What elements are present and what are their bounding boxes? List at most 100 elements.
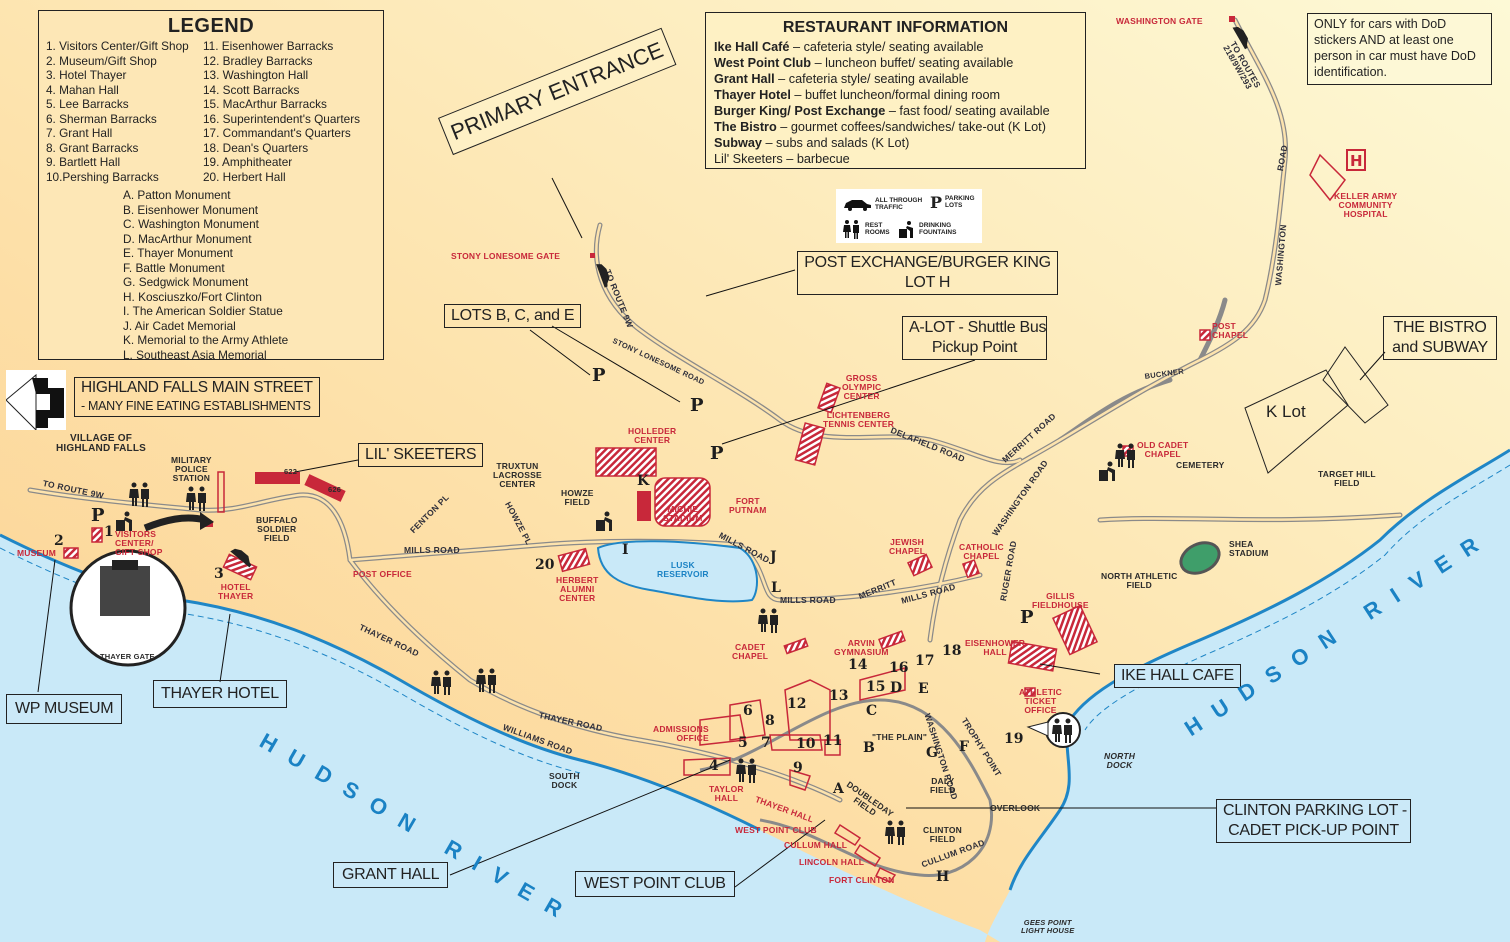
legend-item: A. Patton Monument — [123, 188, 231, 202]
thayer-gate-label: THAYER GATE — [100, 652, 155, 661]
marker-f[interactable]: F — [959, 739, 969, 755]
marker-20[interactable]: 20 — [535, 557, 555, 573]
restaurant-item: Ike Hall Café – cafeteria style/ seating… — [714, 40, 984, 54]
marker-h[interactable]: H — [936, 869, 950, 885]
marker-14[interactable]: 14 — [848, 657, 868, 673]
legend-item: 13. Washington Hall — [203, 68, 309, 82]
marker-d[interactable]: D — [890, 680, 903, 696]
marker-l[interactable]: L — [771, 580, 781, 596]
k-lot-label: K Lot — [1266, 402, 1306, 421]
parking-lot-b[interactable]: P — [592, 365, 606, 386]
marker-g[interactable]: G — [926, 745, 938, 761]
legend-title: LEGEND — [167, 15, 255, 37]
lots-bce-callout: LOTS B, C, and E — [444, 304, 582, 328]
marker-17[interactable]: 17 — [915, 653, 935, 669]
marker-1[interactable]: 1 — [104, 524, 114, 540]
cemetery-label: CEMETERY — [1176, 460, 1225, 470]
fort-clinton-label: FORT CLINTON — [829, 875, 895, 885]
post-exchange-callout: POST EXCHANGE/BURGER KING LOT H — [797, 251, 1058, 295]
marker-13[interactable]: 13 — [829, 688, 849, 704]
parking-lot-a[interactable]: P — [710, 443, 724, 464]
restaurant-item: Burger King/ Post Exchange – fast food/ … — [714, 104, 1050, 118]
marker-8[interactable]: 8 — [765, 713, 775, 729]
marker-5[interactable]: 5 — [738, 735, 748, 751]
restroom-icon — [843, 220, 859, 239]
legend-item: F. Battle Monument — [123, 260, 225, 275]
restaurant-item: West Point Club – luncheon buffet/ seati… — [714, 56, 1014, 70]
legend-monuments: A. Patton Monument B. Eisenhower Monumen… — [123, 188, 288, 362]
cullum-hall-label: CULLUM HALL — [784, 840, 848, 850]
restroom-icon — [885, 820, 905, 845]
legend-item: 8. Grant Barracks — [46, 140, 139, 155]
parking-gillis[interactable]: P — [1020, 607, 1034, 628]
marker-c[interactable]: C — [866, 703, 878, 719]
west-point-club-callout: WEST POINT CLUB — [575, 871, 735, 897]
marker-b[interactable]: B — [863, 740, 875, 756]
marker-11[interactable]: 11 — [823, 733, 843, 749]
parking-icon: P — [930, 192, 943, 212]
parking-visitors[interactable]: P — [91, 505, 105, 526]
drinking-fountain-icon — [116, 511, 132, 531]
marker-12[interactable]: 12 — [787, 696, 807, 712]
marker-4[interactable]: 4 — [709, 758, 719, 774]
legend-item: H. Kosciuszko/Fort Clinton — [123, 289, 262, 304]
drinking-fountain-icon — [596, 511, 612, 531]
marker-15[interactable]: 15 — [866, 679, 886, 695]
restroom-icon — [1052, 718, 1072, 743]
lil-skeeters-callout: LIL' SKEETERS — [358, 443, 484, 467]
marker-j[interactable]: J — [770, 549, 777, 565]
a-lot-callout: A-LOT - Shuttle Bus Pickup Point — [902, 316, 1047, 360]
key-fountains: DRINKING FOUNTAINS — [898, 219, 971, 239]
marker-16[interactable]: 16 — [889, 660, 909, 676]
stony-lonesome-gate-label: STONY LONESOME GATE — [451, 251, 561, 261]
marker-k[interactable]: K — [637, 473, 650, 489]
marker-2[interactable]: 2 — [54, 533, 64, 549]
marker-e[interactable]: E — [918, 681, 929, 697]
restaurant-item: Subway – subs and salads (K Lot) — [714, 136, 910, 150]
legend-item: E. Thayer Monument — [123, 246, 233, 260]
marker-18[interactable]: 18 — [942, 643, 962, 659]
marker-6[interactable]: 6 — [743, 703, 753, 719]
legend-item: 20. Herbert Hall — [203, 169, 286, 184]
legend-item: 17. Commandant's Quarters — [203, 126, 351, 140]
washington-gate-label: WASHINGTON GATE — [1116, 16, 1203, 26]
restroom-icon — [129, 482, 149, 507]
car-icon — [844, 200, 871, 211]
bistro-subway-callout: THE BISTRO and SUBWAY — [1383, 316, 1497, 360]
marker-10[interactable]: 10 — [796, 736, 816, 752]
west-point-club-label: WEST POINT CLUB — [735, 825, 817, 835]
restroom-icon — [431, 670, 451, 695]
symbol-key: ALL THROUGH TRAFFIC P PARKING LOTS REST … — [836, 189, 982, 243]
marker-9[interactable]: 9 — [793, 760, 803, 776]
road-mills-west: MILLS ROAD — [404, 545, 460, 555]
building-626-label: 626 — [328, 485, 342, 494]
parking-lot-c[interactable]: P — [690, 395, 704, 416]
marker-3[interactable]: 3 — [214, 566, 224, 582]
legend-buildings-col1: 1. Visitors Center/Gift Shop 2. Museum/G… — [46, 39, 189, 184]
highland-falls-callout: HIGHLAND FALLS MAIN STREET - MANY FINE E… — [74, 377, 320, 417]
marker-i[interactable]: I — [622, 542, 629, 558]
legend-panel: LEGEND 1. Visitors Center/Gift Shop 2. M… — [38, 10, 384, 362]
museum-label: MUSEUM — [17, 548, 56, 558]
marker-19[interactable]: 19 — [1004, 731, 1024, 747]
legend-item: 1. Visitors Center/Gift Shop — [46, 39, 189, 53]
building-622-label: 622 — [284, 467, 298, 476]
marker-7[interactable]: 7 — [761, 735, 771, 751]
legend-item: 9. Bartlett Hall — [46, 155, 121, 169]
marker-a[interactable]: A — [833, 781, 844, 797]
